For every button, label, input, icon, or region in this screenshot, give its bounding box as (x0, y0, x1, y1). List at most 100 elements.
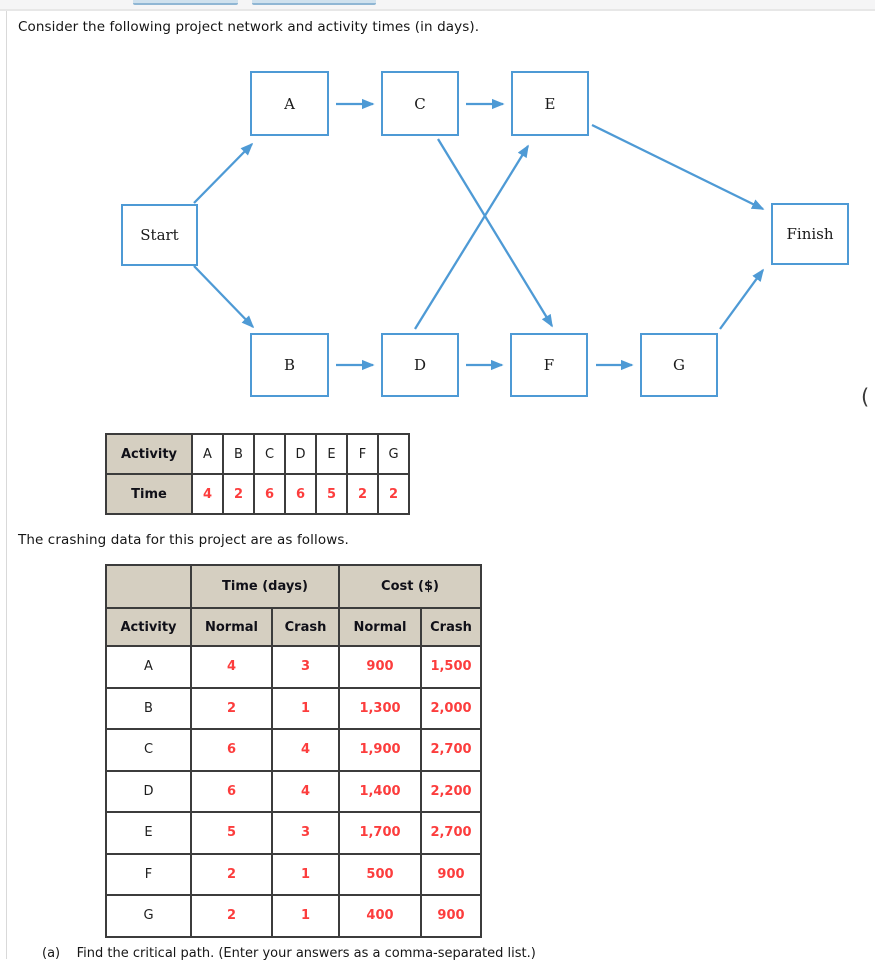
time-cell: 6 (253, 473, 286, 515)
edge-start-b (193, 265, 255, 329)
cost-crash-cell: 2,700 (420, 811, 482, 855)
partial-button-fragment-1[interactable] (133, 0, 238, 5)
network-node-d: D (381, 333, 459, 397)
question-intro-text: Consider the following project network a… (18, 19, 480, 35)
edge-d-e (414, 144, 529, 330)
activity-cell: G (377, 433, 410, 475)
clipped-right-edge-glyph: ( (861, 385, 870, 409)
time-normal-cell: 2 (190, 852, 273, 896)
crash-activity-cell: A (105, 645, 192, 689)
crash-table-corner-cell (105, 564, 192, 609)
time-normal-cell: 6 (190, 769, 273, 813)
network-node-b: B (250, 333, 329, 397)
time-normal-cell: 5 (190, 811, 273, 855)
node-label: B (283, 356, 296, 374)
time-normal-cell: 2 (190, 686, 273, 730)
node-label: E (544, 94, 556, 113)
cost-normal-cell: 1,300 (338, 686, 422, 730)
cost-normal-cell: 1,900 (338, 728, 422, 772)
crash-col-header: Crash (271, 607, 340, 647)
time-crash-cell: 4 (271, 769, 340, 813)
crash-table-time-group-header: Time (days) (190, 564, 340, 609)
network-node-e: E (511, 71, 589, 136)
cost-normal-cell: 1,700 (338, 811, 422, 855)
partial-button-fragment-2[interactable] (252, 0, 376, 5)
node-label: A (284, 94, 295, 113)
edge-start-a (193, 142, 254, 204)
cost-crash-cell: 2,700 (420, 728, 482, 772)
time-cell: 6 (284, 473, 317, 515)
node-label: C (414, 94, 426, 113)
cost-normal-cell: 1,400 (338, 769, 422, 813)
crash-col-header: Normal (338, 607, 422, 647)
crash-activity-cell: G (105, 894, 192, 938)
crash-activity-cell: F (105, 852, 192, 896)
time-cell: 5 (315, 473, 348, 515)
edge-c-f (437, 138, 553, 328)
network-node-start: Start (121, 204, 198, 266)
cost-crash-cell: 900 (420, 894, 482, 938)
crashing-intro-text: The crashing data for this project are a… (18, 532, 349, 548)
time-normal-cell: 2 (190, 894, 273, 938)
time-normal-cell: 6 (190, 728, 273, 772)
network-edges-svg (193, 98, 765, 371)
content-left-border (6, 11, 7, 959)
node-label: G (673, 356, 685, 374)
network-node-finish: Finish (771, 203, 849, 265)
edge-g-finish (719, 268, 764, 330)
node-label: Finish (786, 225, 834, 243)
cost-crash-cell: 1,500 (420, 645, 482, 689)
time-cell: 2 (222, 473, 255, 515)
cost-crash-cell: 2,000 (420, 686, 482, 730)
crash-activity-cell: B (105, 686, 192, 730)
time-crash-cell: 1 (271, 686, 340, 730)
crash-activity-cell: C (105, 728, 192, 772)
time-normal-cell: 4 (190, 645, 273, 689)
activity-cell: C (253, 433, 286, 475)
activity-cell: D (284, 433, 317, 475)
activity-cell: E (315, 433, 348, 475)
network-node-a: A (250, 71, 329, 136)
crash-col-header: Activity (105, 607, 192, 647)
activity-cell: F (346, 433, 379, 475)
network-node-c: C (381, 71, 459, 136)
edge-e-finish (591, 123, 765, 211)
time-crash-cell: 3 (271, 811, 340, 855)
crash-activity-cell: D (105, 769, 192, 813)
crash-col-header: Normal (190, 607, 273, 647)
network-node-g: G (640, 333, 718, 397)
project-network-diagram: Start A C E B D F G Finish (0, 0, 875, 432)
time-cell: 2 (346, 473, 379, 515)
crash-col-header: Crash (420, 607, 482, 647)
time-cell: 2 (377, 473, 410, 515)
time-cell: 4 (191, 473, 224, 515)
time-row-header: Time (105, 473, 193, 515)
time-crash-cell: 1 (271, 852, 340, 896)
crash-table-cost-group-header: Cost ($) (338, 564, 482, 609)
crash-activity-cell: E (105, 811, 192, 855)
network-node-f: F (510, 333, 588, 397)
cost-crash-cell: 2,200 (420, 769, 482, 813)
cost-normal-cell: 400 (338, 894, 422, 938)
cost-crash-cell: 900 (420, 852, 482, 896)
top-chrome-strip (0, 0, 875, 11)
time-crash-cell: 3 (271, 645, 340, 689)
node-label: D (413, 356, 427, 374)
activity-row-header: Activity (105, 433, 193, 475)
activity-cell: B (222, 433, 255, 475)
node-label: Start (140, 226, 179, 244)
node-label: F (543, 356, 555, 374)
clipped-question-part-a-text: (a) Find the critical path. (Enter your … (42, 946, 536, 961)
time-crash-cell: 1 (271, 894, 340, 938)
cost-normal-cell: 500 (338, 852, 422, 896)
cost-normal-cell: 900 (338, 645, 422, 689)
